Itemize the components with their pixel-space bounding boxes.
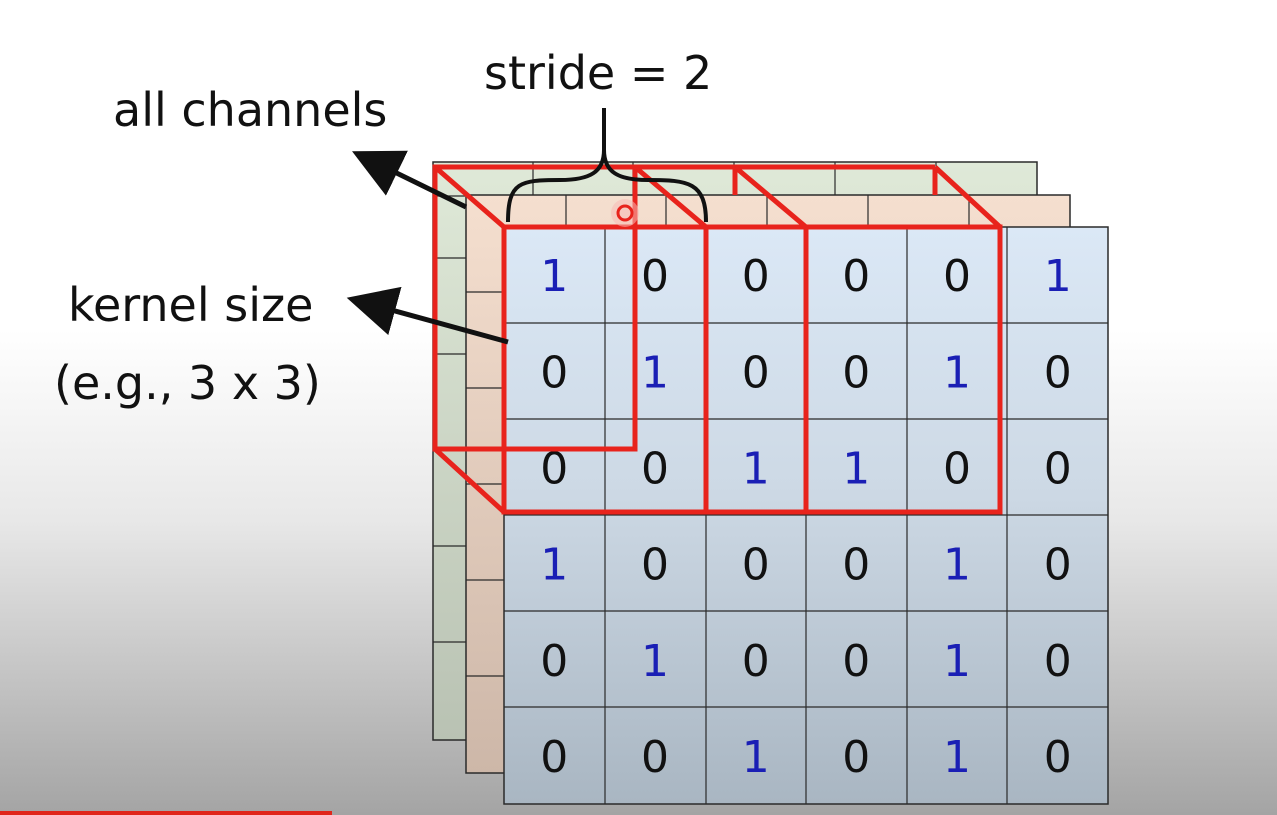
grid-cell-value: 0 (641, 732, 669, 783)
grid-cell-value: 1 (641, 347, 669, 398)
grid-cell-value: 1 (1044, 251, 1072, 302)
cursor-marker (611, 199, 639, 227)
grid-cell-value: 0 (842, 636, 870, 687)
stride-brace (506, 108, 708, 223)
grid-cell-value: 0 (1044, 636, 1072, 687)
grid-cell-value: 0 (540, 732, 568, 783)
grid-cell-value: 1 (943, 347, 971, 398)
grid-cell-value: 1 (540, 251, 568, 302)
grid-cell-value: 0 (842, 347, 870, 398)
grid-cell-value: 0 (842, 540, 870, 591)
kernel-size-example: (e.g., 3 x 3) (54, 356, 321, 410)
grid-cell-value: 1 (641, 636, 669, 687)
grid-cell-value: 0 (641, 540, 669, 591)
video-progress-bar[interactable] (0, 811, 333, 815)
kernel-size-arrow (346, 286, 509, 345)
all-channels-label: all channels (113, 83, 388, 137)
grid-cell-value: 1 (842, 443, 870, 494)
grid-cell-value: 0 (540, 443, 568, 494)
grid-cell-value: 0 (842, 251, 870, 302)
grid-cell-value: 0 (742, 251, 770, 302)
grid-cell-value: 0 (1044, 347, 1072, 398)
kernel-size-label: kernel size (68, 278, 314, 332)
grid-cell-value: 0 (742, 540, 770, 591)
grid-cell-value: 0 (1044, 732, 1072, 783)
grid-cell-value: 0 (540, 636, 568, 687)
grid-cell-value: 0 (742, 347, 770, 398)
kernel-highlight (432, 164, 1003, 515)
grid-cell-value: 0 (943, 251, 971, 302)
grid-cell-value: 1 (540, 540, 568, 591)
grid-cell-value: 1 (943, 540, 971, 591)
grid-cell-value: 1 (943, 636, 971, 687)
grid-cell-value: 0 (943, 443, 971, 494)
grid-cell-value: 0 (641, 443, 669, 494)
grid-cell-value: 0 (540, 347, 568, 398)
grid-cell-value: 0 (742, 636, 770, 687)
grid-cell-value: 0 (1044, 540, 1072, 591)
grid-cell-value: 1 (742, 732, 770, 783)
grid-cell-value: 1 (742, 443, 770, 494)
grid-cell-value: 0 (842, 732, 870, 783)
grid-cell-value: 0 (641, 251, 669, 302)
stride-label: stride = 2 (484, 46, 713, 100)
grid-cell-value: 1 (943, 732, 971, 783)
all-channels-arrow (352, 150, 468, 210)
grid-cell-value: 0 (1044, 443, 1072, 494)
